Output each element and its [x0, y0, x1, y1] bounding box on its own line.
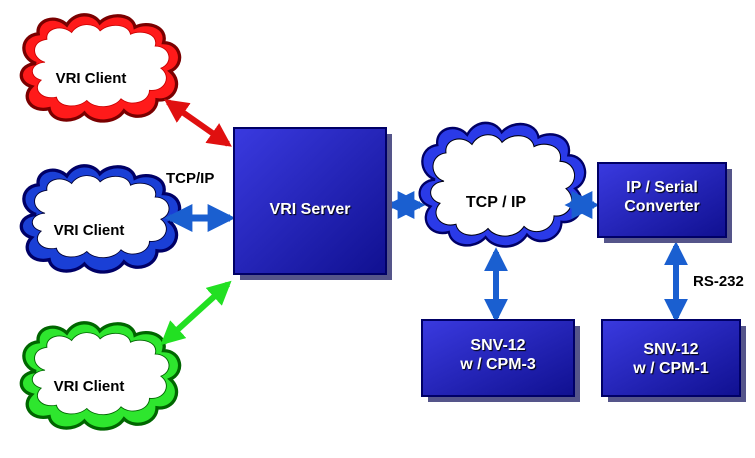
device-label-2: SNV-12 w / CPM-1	[602, 340, 740, 378]
converter-label: IP / Serial Converter	[598, 178, 726, 216]
network-cloud	[418, 121, 587, 248]
serial-link-label: RS-232	[693, 273, 744, 290]
device-1-line1: SNV-12	[470, 337, 526, 354]
arrow-red-client-server	[164, 99, 232, 147]
client-link-label: TCP/IP	[166, 170, 215, 187]
server-label: VRI Server	[269, 201, 351, 218]
device-box-2	[601, 319, 741, 397]
device-2-line1: SNV-12	[643, 341, 699, 358]
device-1-line2: w / CPM-3	[460, 356, 536, 373]
client-label-green: VRI Client	[53, 378, 125, 395]
arrow-green-client-server	[160, 280, 232, 346]
network-label: TCP / IP	[465, 194, 527, 211]
converter-box	[597, 162, 727, 238]
device-box-1	[421, 319, 575, 397]
client-cloud-blue	[19, 164, 182, 274]
converter-label-line2: Converter	[624, 198, 700, 215]
device-2-line2: w / CPM-1	[633, 360, 709, 377]
client-cloud-green	[19, 321, 182, 431]
converter-label-line1: IP / Serial	[626, 179, 698, 196]
client-label-blue: VRI Client	[53, 222, 125, 239]
device-label-1: SNV-12 w / CPM-3	[422, 336, 574, 374]
client-cloud-red	[19, 13, 182, 123]
client-label-red: VRI Client	[55, 70, 127, 87]
server-box	[233, 127, 387, 275]
